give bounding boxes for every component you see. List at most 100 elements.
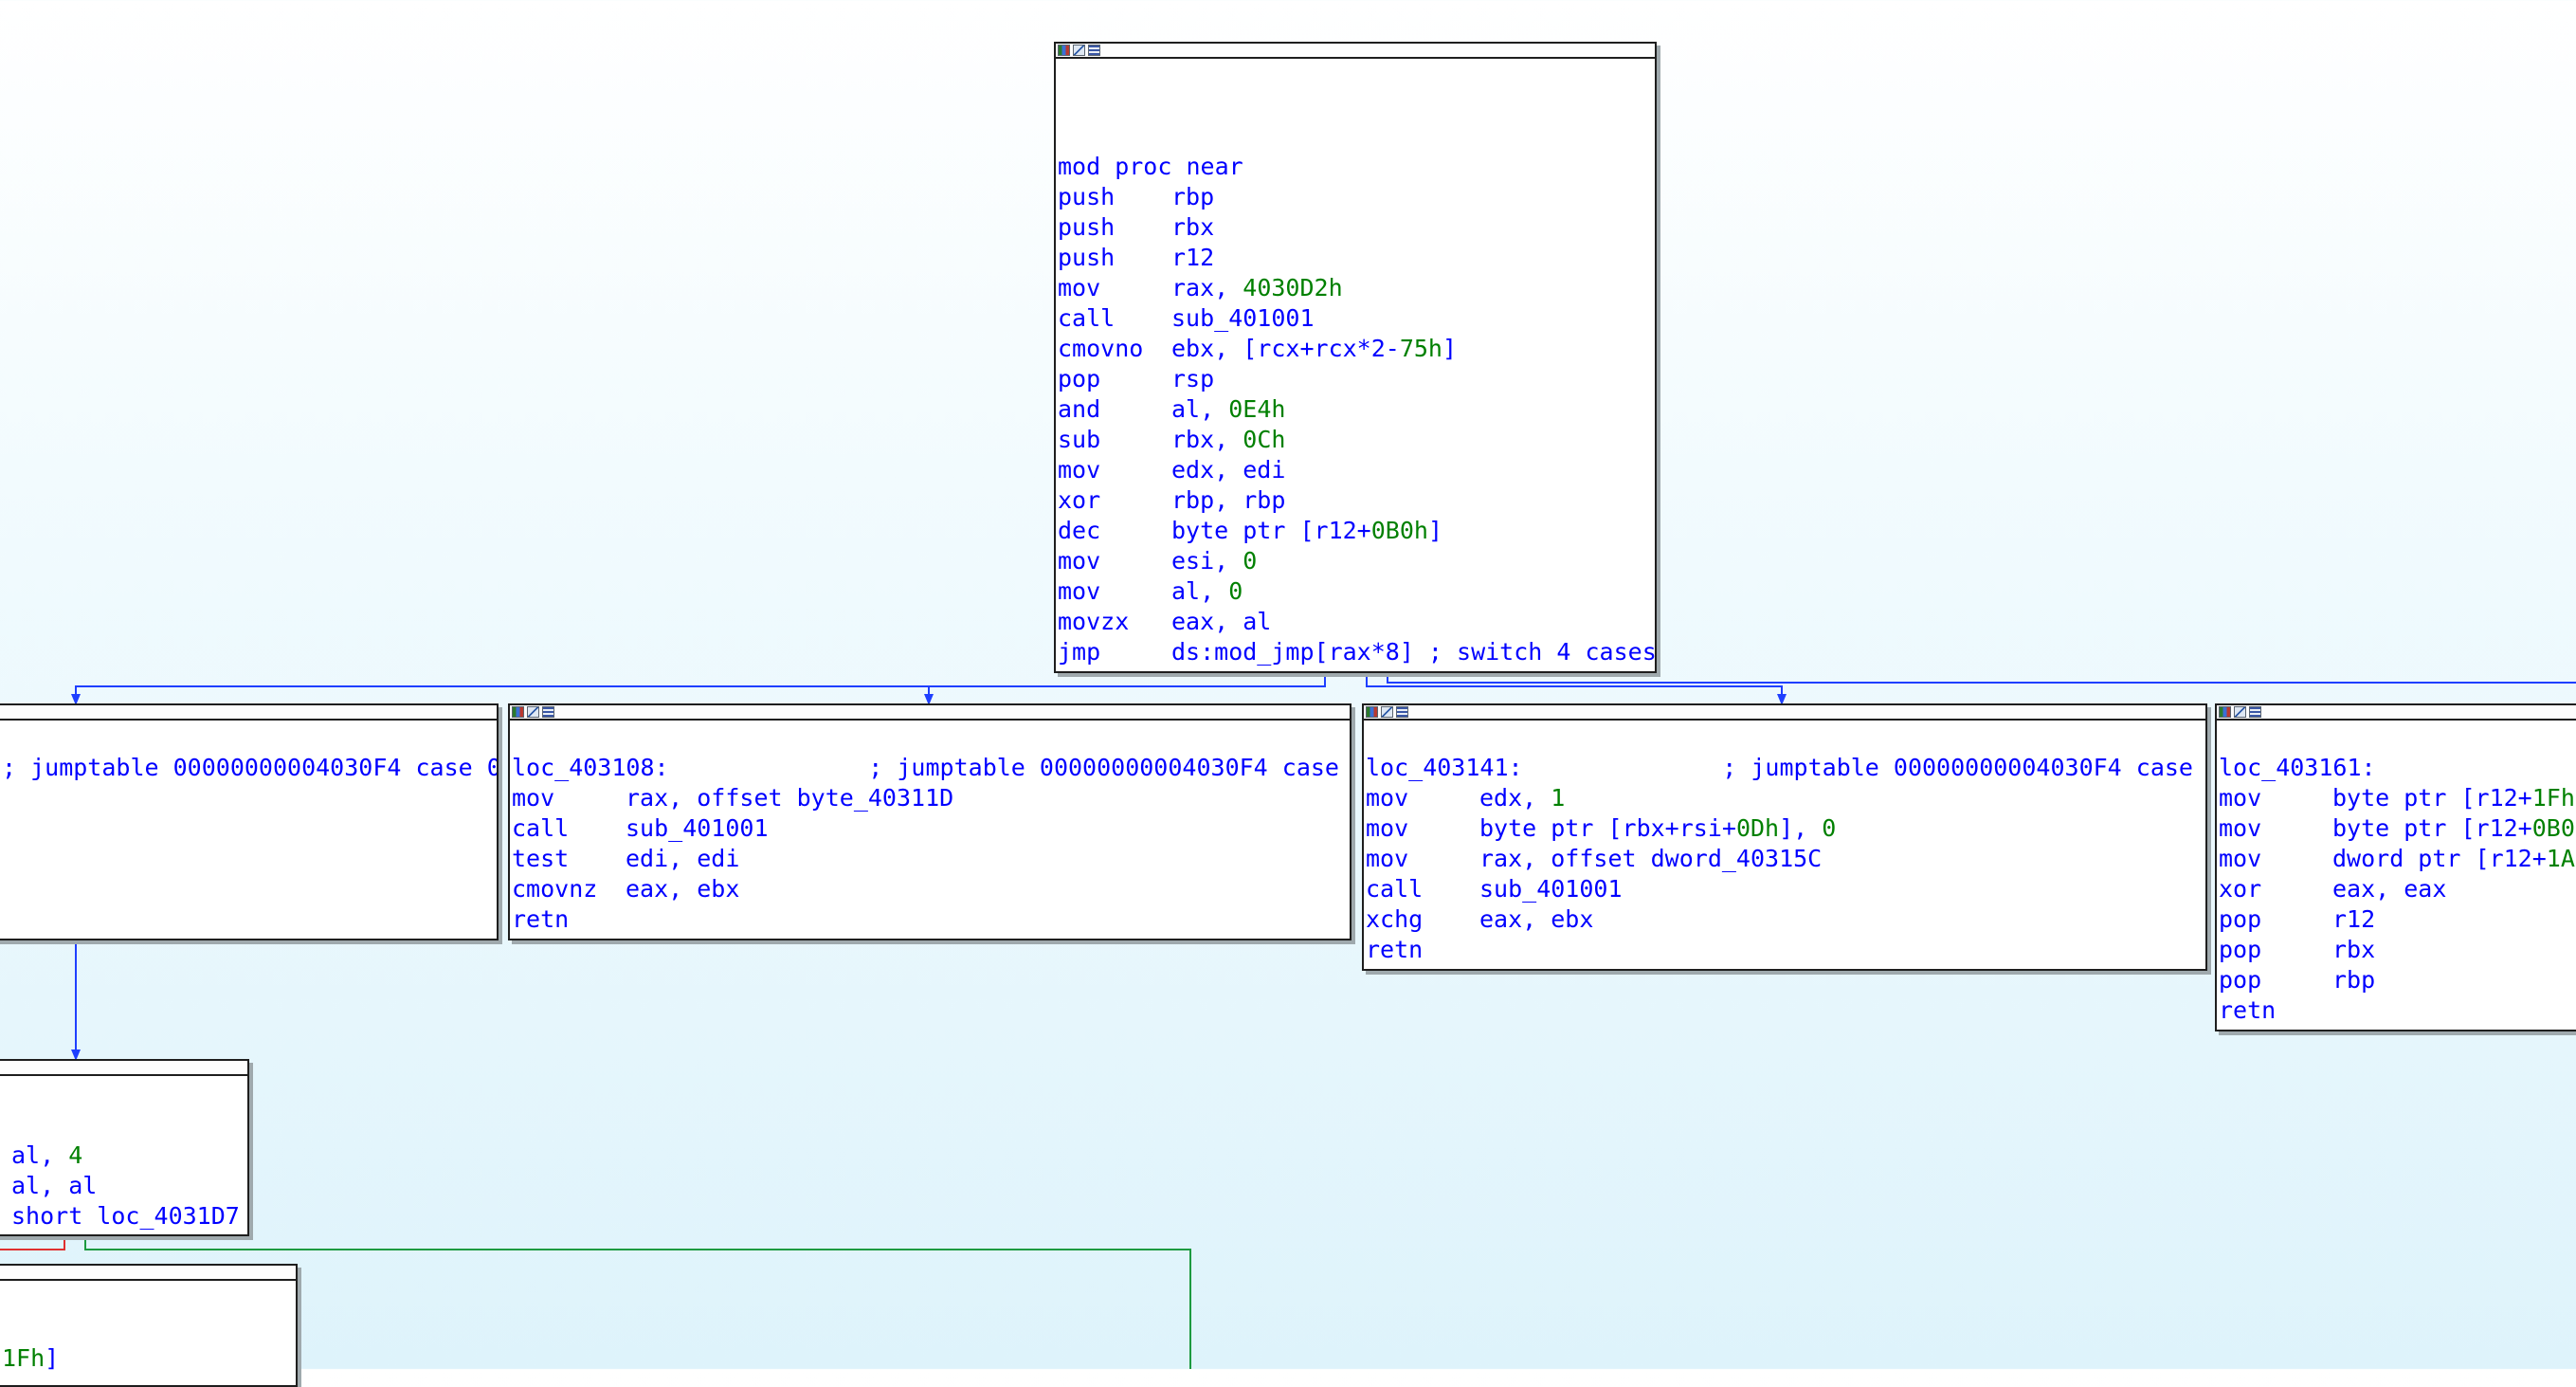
mnemonic: pop <box>2219 936 2262 963</box>
instruction-line[interactable]: al, al <box>0 1171 247 1201</box>
node-loc-403141[interactable]: loc_403141: ; jumptable 00000000004030F4… <box>1362 703 2207 971</box>
instruction-line[interactable]: retn <box>1366 935 2205 965</box>
node-text-view-icon[interactable] <box>1088 45 1100 56</box>
instruction-line[interactable]: retn <box>512 904 1350 935</box>
operands: eax, ebx <box>626 875 739 903</box>
node-graph-icon[interactable] <box>527 706 539 718</box>
node-text-view-icon[interactable] <box>2249 706 2261 718</box>
code-label[interactable]: loc_403141: ; jumptable 00000000004030F4… <box>1366 754 2207 781</box>
instruction-line[interactable]: al, 4 <box>0 1141 247 1171</box>
mnemonic: retn <box>2219 996 2277 1024</box>
node-colors-icon[interactable] <box>1366 706 1378 718</box>
instruction-line[interactable]: pop rbx <box>2219 935 2576 965</box>
mnemonic: movzx <box>1058 608 1130 635</box>
operands: edi, edi <box>626 845 739 872</box>
code-label-line[interactable]: 3180: <box>0 1110 247 1141</box>
operands: eax, ebx <box>1479 905 1593 933</box>
node-header <box>1364 705 2205 721</box>
node-colors-icon[interactable] <box>1058 45 1070 56</box>
instruction-line[interactable]: short loc_4031D7 <box>0 1201 247 1232</box>
code-label[interactable]: loc_403161: ; <box>2219 754 2576 781</box>
operands: al, 4 <box>11 1141 82 1169</box>
operands: rax, offset byte_40311D <box>626 784 953 812</box>
operands: byte ptr [r12+0B0 <box>2332 814 2575 842</box>
immediate-value: 0 <box>1243 547 1258 575</box>
code-label[interactable]: ; jumptable 00000000004030F4 case 0 <box>2 754 499 781</box>
node-text-view-icon[interactable] <box>542 706 554 718</box>
operands: rbx <box>2332 936 2375 963</box>
instruction-line[interactable]: test edi, edi <box>512 844 1350 874</box>
node-header <box>0 1061 247 1076</box>
node-colors-icon[interactable] <box>512 706 524 718</box>
node-case-0[interactable]: ; jumptable 00000000004030F4 case 0 <box>0 703 499 940</box>
operand-text: rbx, <box>1171 426 1243 453</box>
mnemonic: mov <box>1058 274 1101 301</box>
node-loc-403108[interactable]: loc_403108: ; jumptable 00000000004030F4… <box>508 703 1351 940</box>
code-label-line[interactable]: ; jumptable 00000000004030F4 case 0 <box>2 753 497 783</box>
edge-to-case3 <box>1387 673 2576 684</box>
mnemonic: retn <box>1366 936 1424 963</box>
node-graph-icon[interactable] <box>2234 706 2246 718</box>
code-label-line[interactable]: loc_403161: ; <box>2219 753 2576 783</box>
instruction-line[interactable]: 1Fh] <box>0 1343 296 1374</box>
operands: dword ptr [r12+1A <box>2332 845 2575 872</box>
code-label[interactable]: loc_403108: ; jumptable 00000000004030F4… <box>512 754 1351 781</box>
immediate-value: 4030D2h <box>1243 274 1343 301</box>
operand-text: byte ptr [r12+ <box>1171 517 1371 544</box>
code-label-line[interactable] <box>0 1313 296 1343</box>
operand-text: ] <box>45 1344 60 1372</box>
node-graph-icon[interactable] <box>1381 706 1393 718</box>
code-label-line[interactable]: mod proc near <box>1058 152 1655 182</box>
operands: r12 <box>2332 905 2375 933</box>
operand-text: r12 <box>1171 244 1215 271</box>
mnemonic: pop <box>2219 966 2262 994</box>
node-text-view-icon[interactable] <box>1396 706 1408 718</box>
mnemonic: test <box>512 845 570 872</box>
operand-text: byte ptr [r12+ <box>2332 814 2532 842</box>
node-colors-icon[interactable] <box>2219 706 2231 718</box>
node-lower[interactable]: 1Fh] <box>0 1264 298 1387</box>
node-graph-icon[interactable] <box>1073 45 1085 56</box>
instruction-line[interactable]: retn <box>2219 995 2576 1026</box>
operands: sub_401001 <box>626 814 769 842</box>
operands: edx, 1 <box>1479 784 1565 812</box>
operands: rax, offset dword_40315C <box>1479 845 1822 872</box>
code-label[interactable]: mod proc near <box>1058 153 1243 180</box>
code-label-line[interactable]: loc_403141: ; jumptable 00000000004030F4… <box>1366 753 2205 783</box>
code-label-line[interactable]: loc_403108: ; jumptable 00000000004030F4… <box>512 753 1350 783</box>
